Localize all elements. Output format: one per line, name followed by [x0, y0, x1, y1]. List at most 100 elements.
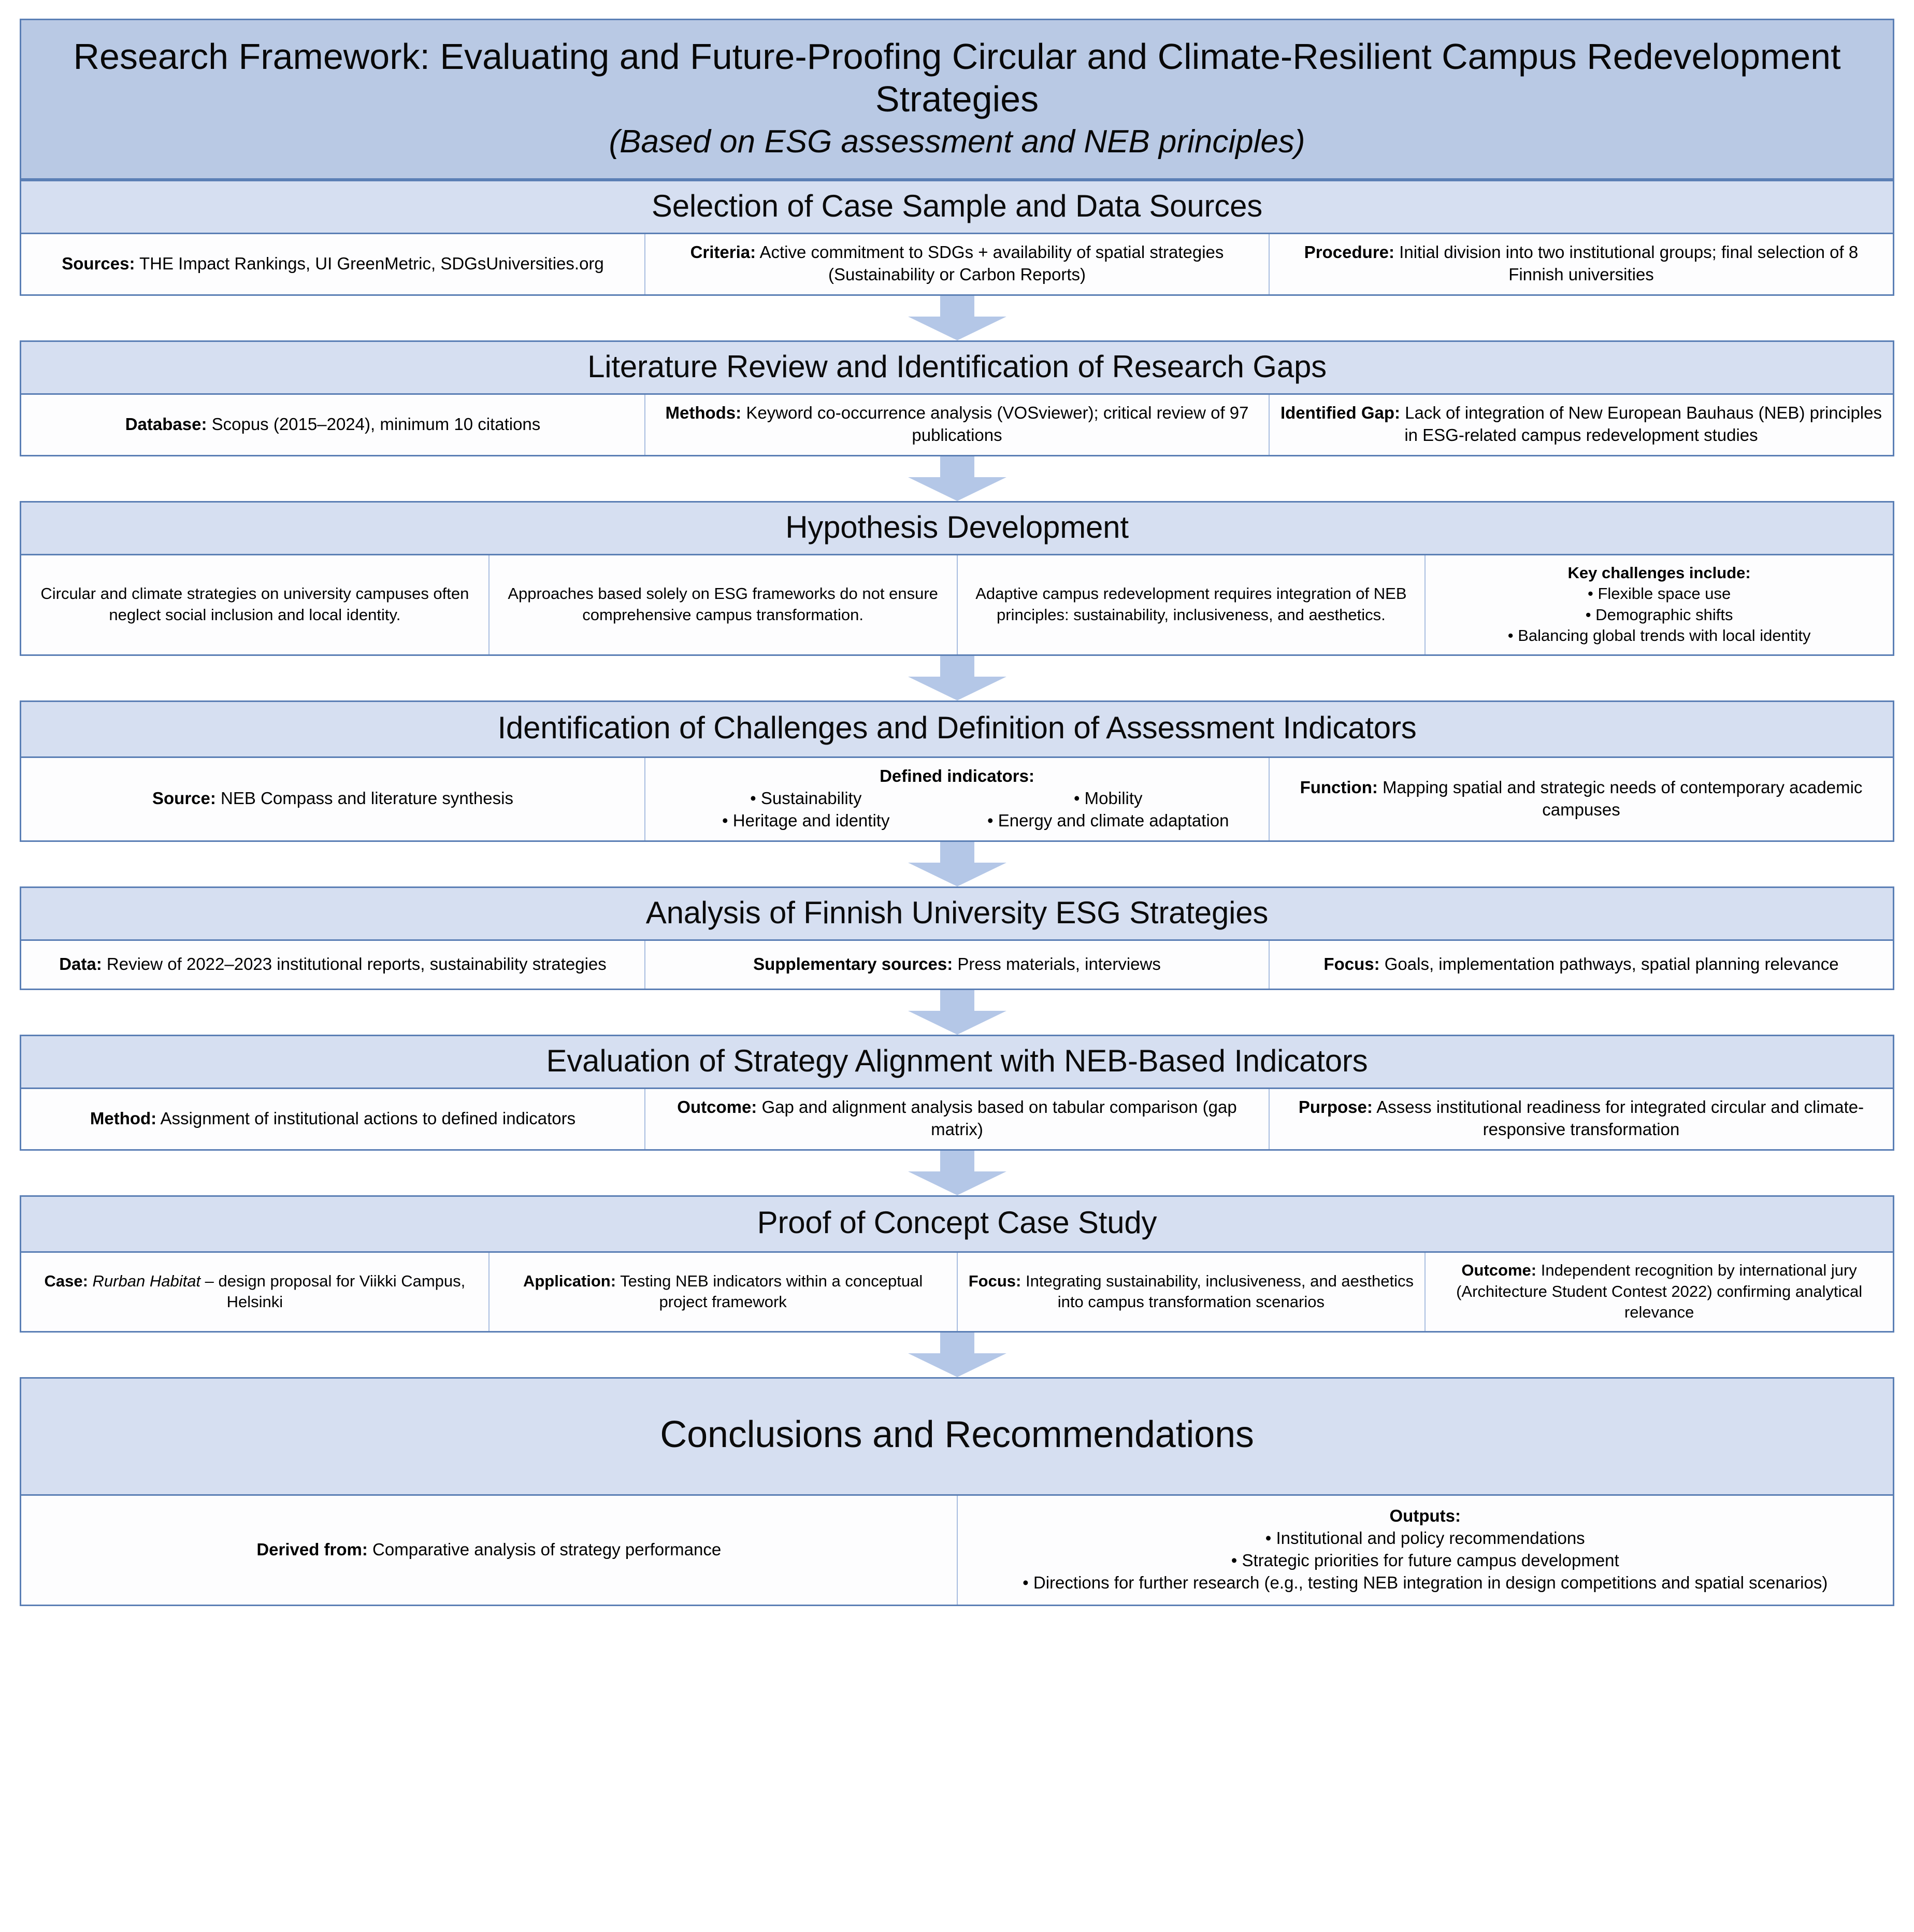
cell-text: Derived from: Comparative analysis of st… — [256, 1539, 722, 1559]
cell-label: Purpose: — [1298, 1097, 1373, 1117]
detail-cell: Adaptive campus redevelopment requires i… — [957, 555, 1426, 655]
cell-text: Circular and climate strategies on unive… — [40, 584, 469, 624]
stage-detail-row: Data: Review of 2022–2023 institutional … — [21, 941, 1893, 989]
down-arrow-icon — [908, 1333, 1006, 1378]
bullet-item: • Directions for further research (e.g.,… — [1023, 1572, 1828, 1592]
stage-title: Analysis of Finnish University ESG Strat… — [645, 895, 1269, 931]
bullet-item: • Sustainability — [750, 789, 862, 808]
down-arrow-icon — [908, 990, 1006, 1035]
stage-header-proof: Proof of Concept Case Study — [21, 1197, 1893, 1253]
bullet-item: • Flexible space use — [1588, 584, 1731, 603]
detail-cell: Supplementary sources: Press materials, … — [645, 941, 1270, 989]
detail-cell: Focus: Integrating sustainability, inclu… — [957, 1253, 1426, 1332]
cell-emphasis: Rurban Habitat — [88, 1271, 201, 1290]
cell-label: Sources: — [62, 253, 135, 273]
bullet-item: • Mobility — [1073, 789, 1143, 808]
detail-cell: Function: Mapping spatial and strategic … — [1270, 758, 1893, 841]
down-arrow-icon — [908, 656, 1006, 701]
stage-detail-row: Source: NEB Compass and literature synth… — [21, 758, 1893, 841]
cell-text: Purpose: Assess institutional readiness … — [1298, 1097, 1864, 1139]
stage-indicators: Identification of Challenges and Definit… — [20, 700, 1894, 842]
cell-label: Focus: — [968, 1271, 1021, 1290]
cell-text: Method: Assignment of institutional acti… — [90, 1108, 576, 1128]
page-title: Research Framework: Evaluating and Futur… — [73, 36, 1841, 119]
stage-list: Selection of Case Sample and Data Source… — [20, 179, 1894, 1606]
cell-text: Application: Testing NEB indicators with… — [523, 1271, 923, 1311]
cell-label: Supplementary sources: — [753, 954, 953, 974]
cell-label: Procedure: — [1304, 242, 1395, 262]
detail-cell: Key challenges include:• Flexible space … — [1426, 555, 1893, 655]
stage-detail-row: Circular and climate strategies on unive… — [21, 555, 1893, 655]
cell-label: Derived from: — [256, 1539, 368, 1559]
cell-text: Identified Gap: Lack of integration of N… — [1280, 403, 1882, 445]
cell-label: Methods: — [665, 403, 742, 423]
cell-text: Adaptive campus redevelopment requires i… — [975, 584, 1407, 624]
flow-connector — [20, 990, 1894, 1035]
cell-label: Outcome: — [677, 1097, 757, 1117]
framework-title-block: Research Framework: Evaluating and Futur… — [20, 19, 1894, 180]
cell-label: Application: — [523, 1271, 616, 1290]
detail-cell: Method: Assignment of institutional acti… — [21, 1089, 645, 1150]
stage-header-conclusions: Conclusions and Recommendations — [21, 1379, 1893, 1496]
bullet-item: • Energy and climate adaptation — [987, 811, 1229, 831]
bullet-item: • Institutional and policy recommendatio… — [1265, 1528, 1585, 1548]
cell-label: Outcome: — [1461, 1261, 1537, 1280]
down-arrow-icon — [908, 456, 1006, 501]
detail-cell: Circular and climate strategies on unive… — [21, 555, 490, 655]
detail-cell: Outputs:• Institutional and policy recom… — [957, 1495, 1893, 1605]
down-arrow-icon — [908, 295, 1006, 340]
cell-text: Database: Scopus (2015–2024), minimum 10… — [125, 414, 541, 434]
bullet-two-column: • Sustainability • Heritage and identity •… — [655, 788, 1259, 832]
flow-connector — [20, 1333, 1894, 1378]
bullet-item: • Heritage and identity — [722, 811, 890, 831]
stage-header-selection: Selection of Case Sample and Data Source… — [21, 181, 1893, 235]
detail-cell: Data: Review of 2022–2023 institutional … — [21, 941, 645, 989]
cell-text: Focus: Integrating sustainability, inclu… — [968, 1271, 1414, 1311]
cell-label: Database: — [125, 414, 207, 434]
flow-connector — [20, 842, 1894, 887]
bullet-item: • Balancing global trends with local ide… — [1507, 626, 1811, 645]
cell-text: Case: Rurban Habitat – design proposal f… — [44, 1271, 466, 1311]
detail-cell: Procedure: Initial division into two ins… — [1270, 234, 1893, 294]
detail-cell: Database: Scopus (2015–2024), minimum 10… — [21, 395, 645, 455]
stage-title: Identification of Challenges and Definit… — [497, 710, 1417, 746]
bullet-item: • Strategic priorities for future campus… — [1231, 1550, 1619, 1570]
down-arrow-icon — [908, 842, 1006, 887]
stage-header-hypothesis: Hypothesis Development — [21, 502, 1893, 556]
cell-text: Outcome: Gap and alignment analysis base… — [677, 1097, 1237, 1139]
cell-text: Sources: THE Impact Rankings, UI GreenMe… — [62, 253, 604, 273]
detail-cell: Methods: Keyword co-occurrence analysis … — [645, 395, 1270, 455]
cell-text: Focus: Goals, implementation pathways, s… — [1323, 954, 1839, 974]
cell-bullet-heading: Outputs: — [1389, 1506, 1461, 1526]
stage-header-evaluation: Evaluation of Strategy Alignment with NE… — [21, 1036, 1893, 1090]
cell-label: Source: — [152, 789, 216, 808]
cell-text: Procedure: Initial division into two ins… — [1304, 242, 1859, 284]
cell-text: Outcome: Independent recognition by inte… — [1456, 1261, 1863, 1322]
cell-label: Criteria: — [690, 242, 756, 262]
stage-title: Selection of Case Sample and Data Source… — [651, 188, 1263, 223]
cell-text: Source: NEB Compass and literature synth… — [152, 789, 513, 808]
cell-text: Supplementary sources: Press materials, … — [753, 954, 1161, 974]
cell-label: Case: — [44, 1271, 88, 1290]
flow-connector — [20, 1151, 1894, 1196]
stage-header-literature: Literature Review and Identification of … — [21, 341, 1893, 395]
down-arrow-icon — [908, 1151, 1006, 1196]
detail-cell: Criteria: Active commitment to SDGs + av… — [645, 234, 1270, 294]
flow-connector — [20, 295, 1894, 340]
cell-text: Data: Review of 2022–2023 institutional … — [59, 954, 607, 974]
stage-header-analysis: Analysis of Finnish University ESG Strat… — [21, 888, 1893, 941]
page-subtitle: (Based on ESG assessment and NEB princip… — [609, 123, 1305, 160]
detail-cell: Case: Rurban Habitat – design proposal f… — [21, 1253, 490, 1332]
cell-label: Focus: — [1323, 954, 1380, 974]
cell-text: Function: Mapping spatial and strategic … — [1300, 777, 1863, 819]
detail-cell: Focus: Goals, implementation pathways, s… — [1270, 941, 1893, 989]
stage-detail-row: Case: Rurban Habitat – design proposal f… — [21, 1253, 1893, 1332]
cell-label: Data: — [59, 954, 102, 974]
stage-title: Conclusions and Recommendations — [660, 1414, 1254, 1456]
flow-connector — [20, 456, 1894, 501]
detail-cell: Approaches based solely on ESG framework… — [489, 555, 958, 655]
